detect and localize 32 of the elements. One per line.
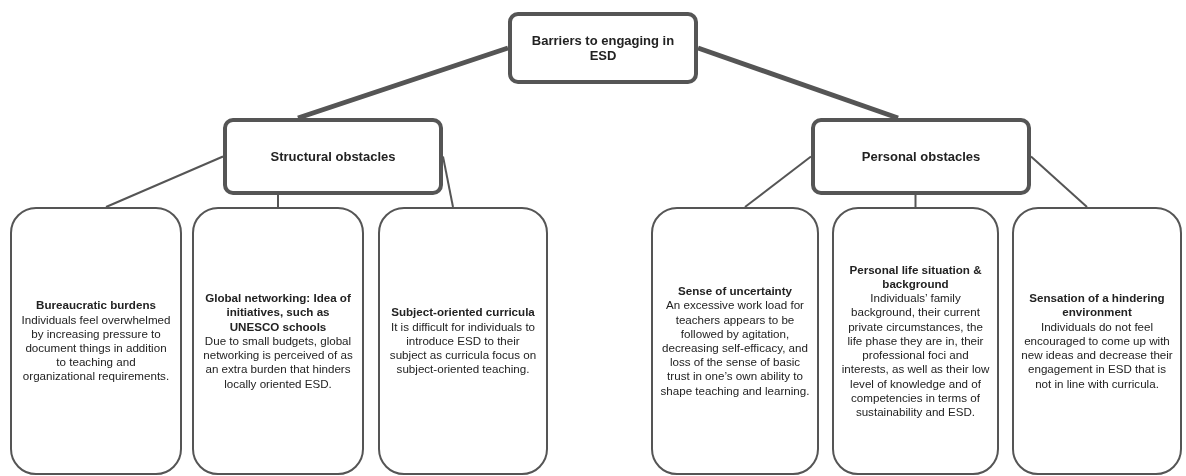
heading-box bbox=[223, 118, 443, 195]
connector-line bbox=[1030, 155, 1088, 208]
heading-box bbox=[508, 12, 698, 84]
description-text: An excessive work load for teachers appears to be followed by agitation, decreasing self-efficacy, and loss of the sense of basic trust in one’s own ability to shape teaching and learning. bbox=[660, 298, 810, 398]
description-text: Individuals feel overwhelmed by increasing pressure to document things in addition to teaching and organizational requirements. bbox=[20, 312, 172, 384]
heading-text: Subject-oriented curricula bbox=[391, 305, 535, 320]
connector-line bbox=[297, 45, 509, 121]
connector-line bbox=[914, 194, 917, 208]
connector-line bbox=[442, 155, 454, 208]
description-text: It is difficult for individuals to introduce ESD to their subject as curricula focus on subject-oriented teaching. bbox=[388, 319, 538, 377]
heading-text: Barriers to engaging in ESD bbox=[530, 33, 676, 63]
category-box bbox=[378, 207, 548, 475]
connector-line bbox=[105, 155, 224, 208]
connector-line bbox=[277, 194, 279, 208]
heading-box bbox=[811, 118, 1031, 195]
heading-text: Personal obstacles bbox=[861, 149, 981, 164]
description-text: Individuals do not feel encouraged to come up with new ideas and decrease their engagement in ESD that is not in line with curricula. bbox=[1021, 319, 1173, 391]
description-text: Due to small budgets, global networking is perceived of as an extra burden that hinders locally oriented ESD. bbox=[202, 333, 354, 391]
connector-line bbox=[744, 155, 812, 208]
category-box bbox=[1012, 207, 1182, 475]
heading-text: Global networking: Idea of initiatives, such as UNESCO schools bbox=[204, 291, 352, 334]
heading-text: Sense of uncertainty bbox=[677, 284, 792, 299]
description-text: Individuals’ family background, their current private circumstances, the life phase they are in, their professional foci and interests, as well as their low level of knowledge and of competencies in terms of sustainability and ESD. bbox=[841, 291, 990, 420]
category-box bbox=[651, 207, 819, 475]
heading-text: Structural obstacles bbox=[270, 149, 396, 164]
category-box bbox=[832, 207, 999, 475]
connector-line bbox=[697, 45, 899, 121]
heading-text: Bureaucratic burdens bbox=[36, 298, 156, 313]
category-box bbox=[10, 207, 182, 475]
heading-text: Personal life situation & background bbox=[848, 262, 983, 292]
heading-text: Sensation of a hindering environment bbox=[1028, 291, 1166, 320]
category-box bbox=[192, 207, 364, 475]
